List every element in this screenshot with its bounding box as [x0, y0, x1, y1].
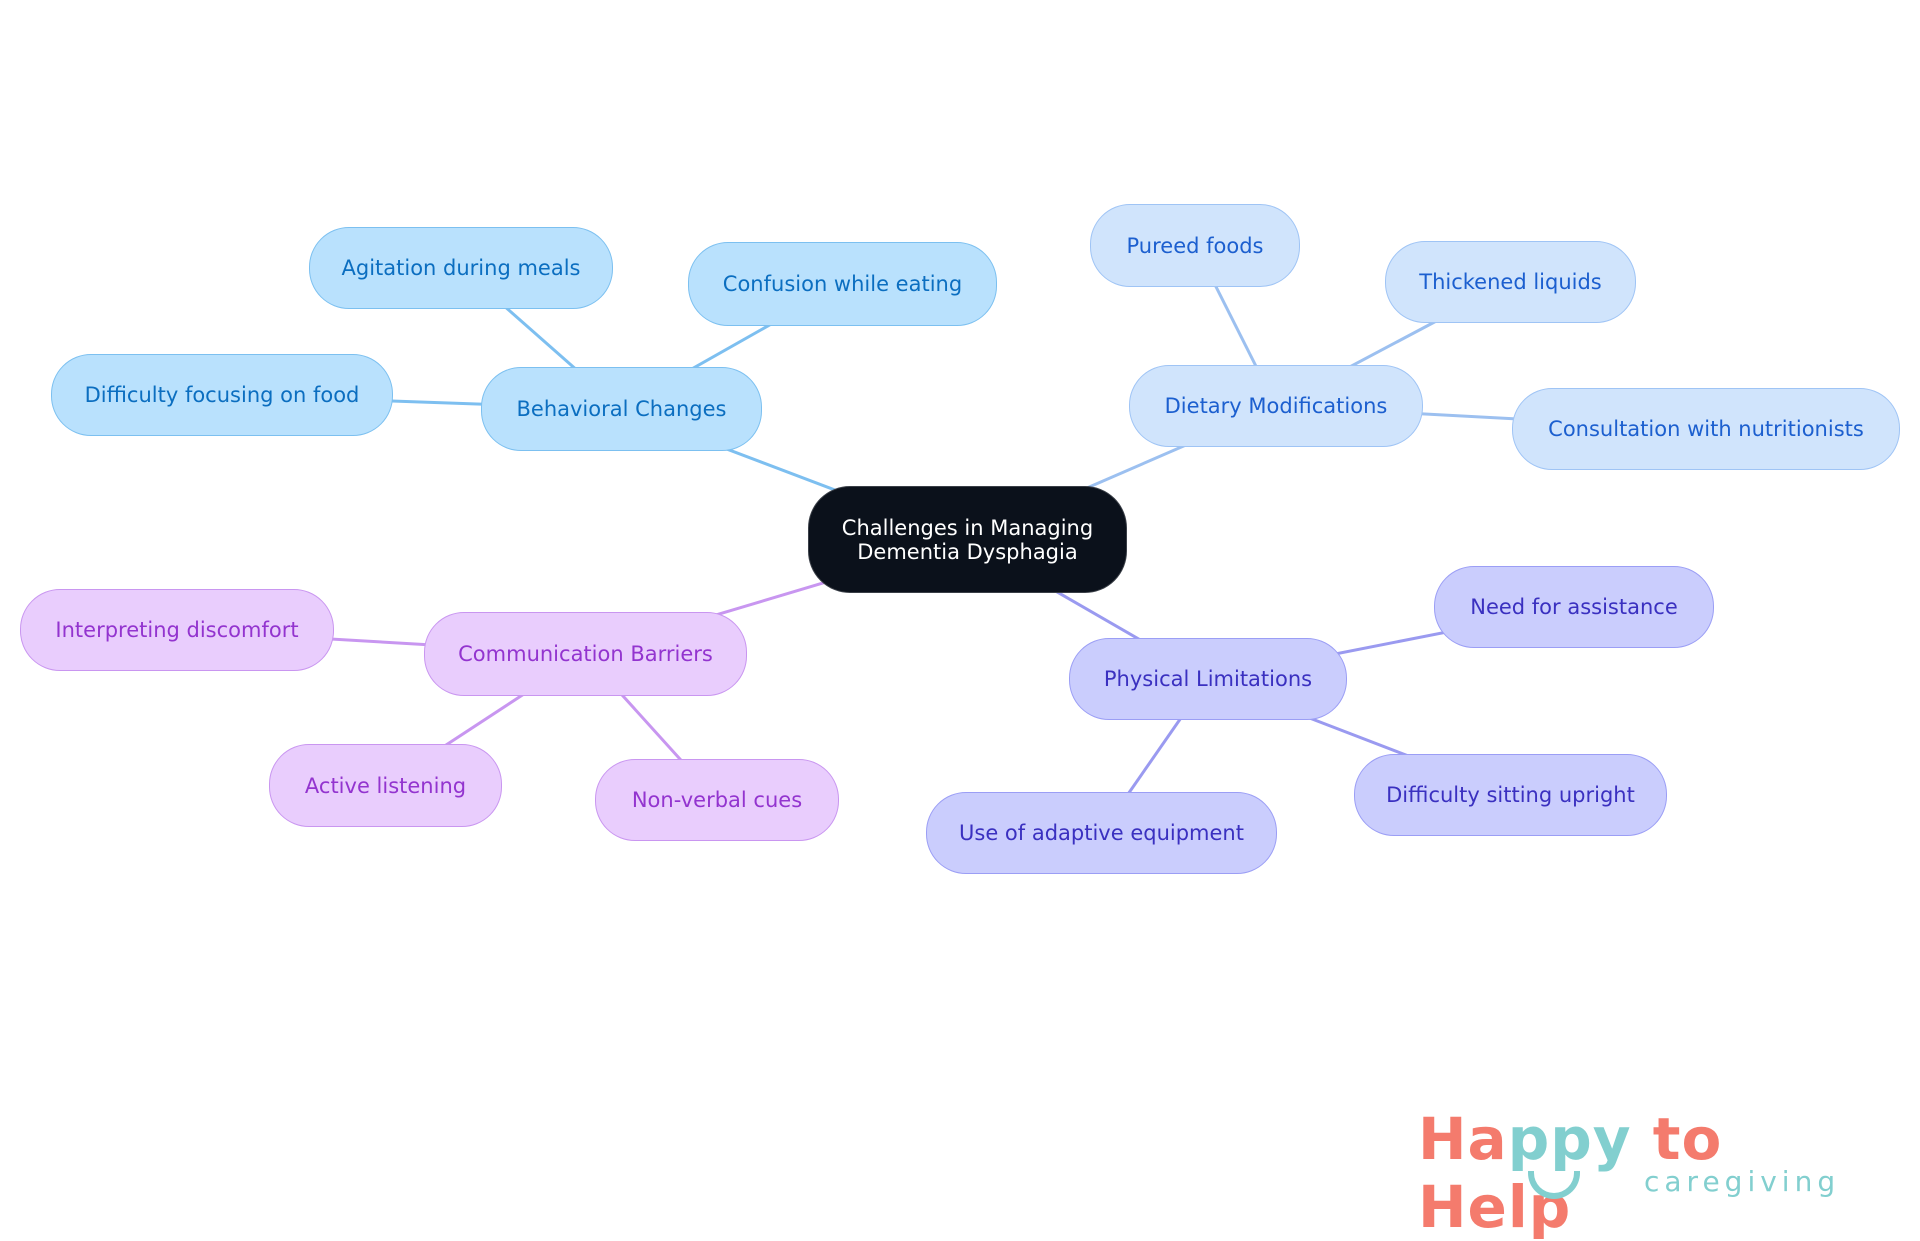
logo-text-a: Ha: [1418, 1105, 1508, 1173]
node-thickened-liquids[interactable]: Thickened liquids: [1385, 241, 1636, 323]
node-agitation-during-meals[interactable]: Agitation during meals: [309, 227, 613, 309]
node-active-listening[interactable]: Active listening: [269, 744, 502, 827]
node-need-for-assistance[interactable]: Need for assistance: [1434, 566, 1714, 648]
node-interpreting-discomfort[interactable]: Interpreting discomfort: [20, 589, 334, 671]
node-dietary-modifications[interactable]: Dietary Modifications: [1129, 365, 1423, 447]
root-node[interactable]: Challenges in Managing Dementia Dysphagi…: [808, 486, 1127, 593]
node-communication-barriers[interactable]: Communication Barriers: [424, 612, 747, 696]
node-difficulty-focusing-on-food[interactable]: Difficulty focusing on food: [51, 354, 393, 436]
smile-icon: [1528, 1171, 1580, 1199]
node-behavioral-changes[interactable]: Behavioral Changes: [481, 367, 762, 451]
happy-to-help-logo: Happy to Help caregiving: [1418, 1105, 1878, 1241]
node-use-of-adaptive-equipment[interactable]: Use of adaptive equipment: [926, 792, 1277, 874]
node-consultation-with-nutritionists[interactable]: Consultation with nutritionists: [1512, 388, 1900, 470]
root-label: Challenges in Managing Dementia Dysphagi…: [841, 515, 1094, 564]
logo-text-b: ppy: [1507, 1105, 1632, 1173]
node-physical-limitations[interactable]: Physical Limitations: [1069, 638, 1347, 720]
node-non-verbal-cues[interactable]: Non-verbal cues: [595, 759, 839, 841]
logo-wordmark: Happy to Help: [1418, 1105, 1878, 1241]
node-confusion-while-eating[interactable]: Confusion while eating: [688, 242, 997, 326]
node-difficulty-sitting-upright[interactable]: Difficulty sitting upright: [1354, 754, 1667, 836]
node-pureed-foods[interactable]: Pureed foods: [1090, 204, 1300, 287]
logo-subtitle: caregiving: [1644, 1165, 1841, 1198]
